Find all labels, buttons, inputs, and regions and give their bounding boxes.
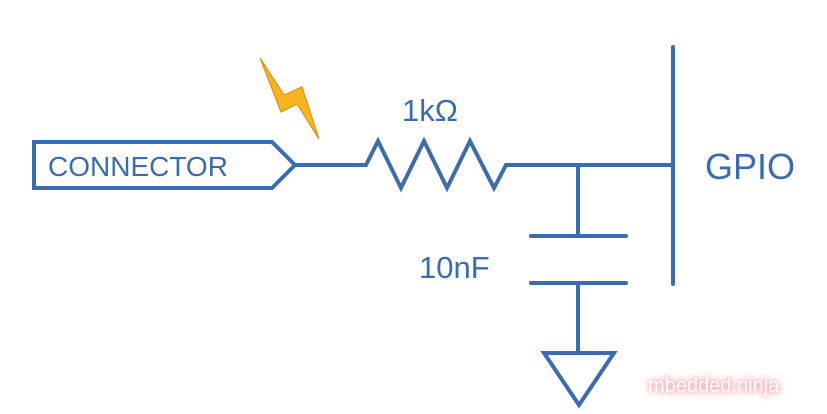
- resistor: 1kΩ: [364, 93, 508, 193]
- capacitor-label: 10nF: [419, 250, 490, 285]
- watermark: mbedded.ninja: [648, 375, 780, 397]
- gpio-label: GPIO: [705, 146, 795, 187]
- connector: CONNECTOR: [32, 140, 298, 190]
- lightning-bolt-icon: [259, 57, 320, 140]
- resistor-zigzag: [364, 136, 508, 193]
- ground-icon: [540, 351, 618, 409]
- gpio-pin: GPIO: [671, 45, 795, 286]
- resistor-label: 1kΩ: [402, 93, 458, 128]
- capacitor: 10nF: [419, 163, 628, 355]
- connector-outline: [32, 140, 298, 190]
- connector-label: CONNECTOR: [48, 151, 228, 182]
